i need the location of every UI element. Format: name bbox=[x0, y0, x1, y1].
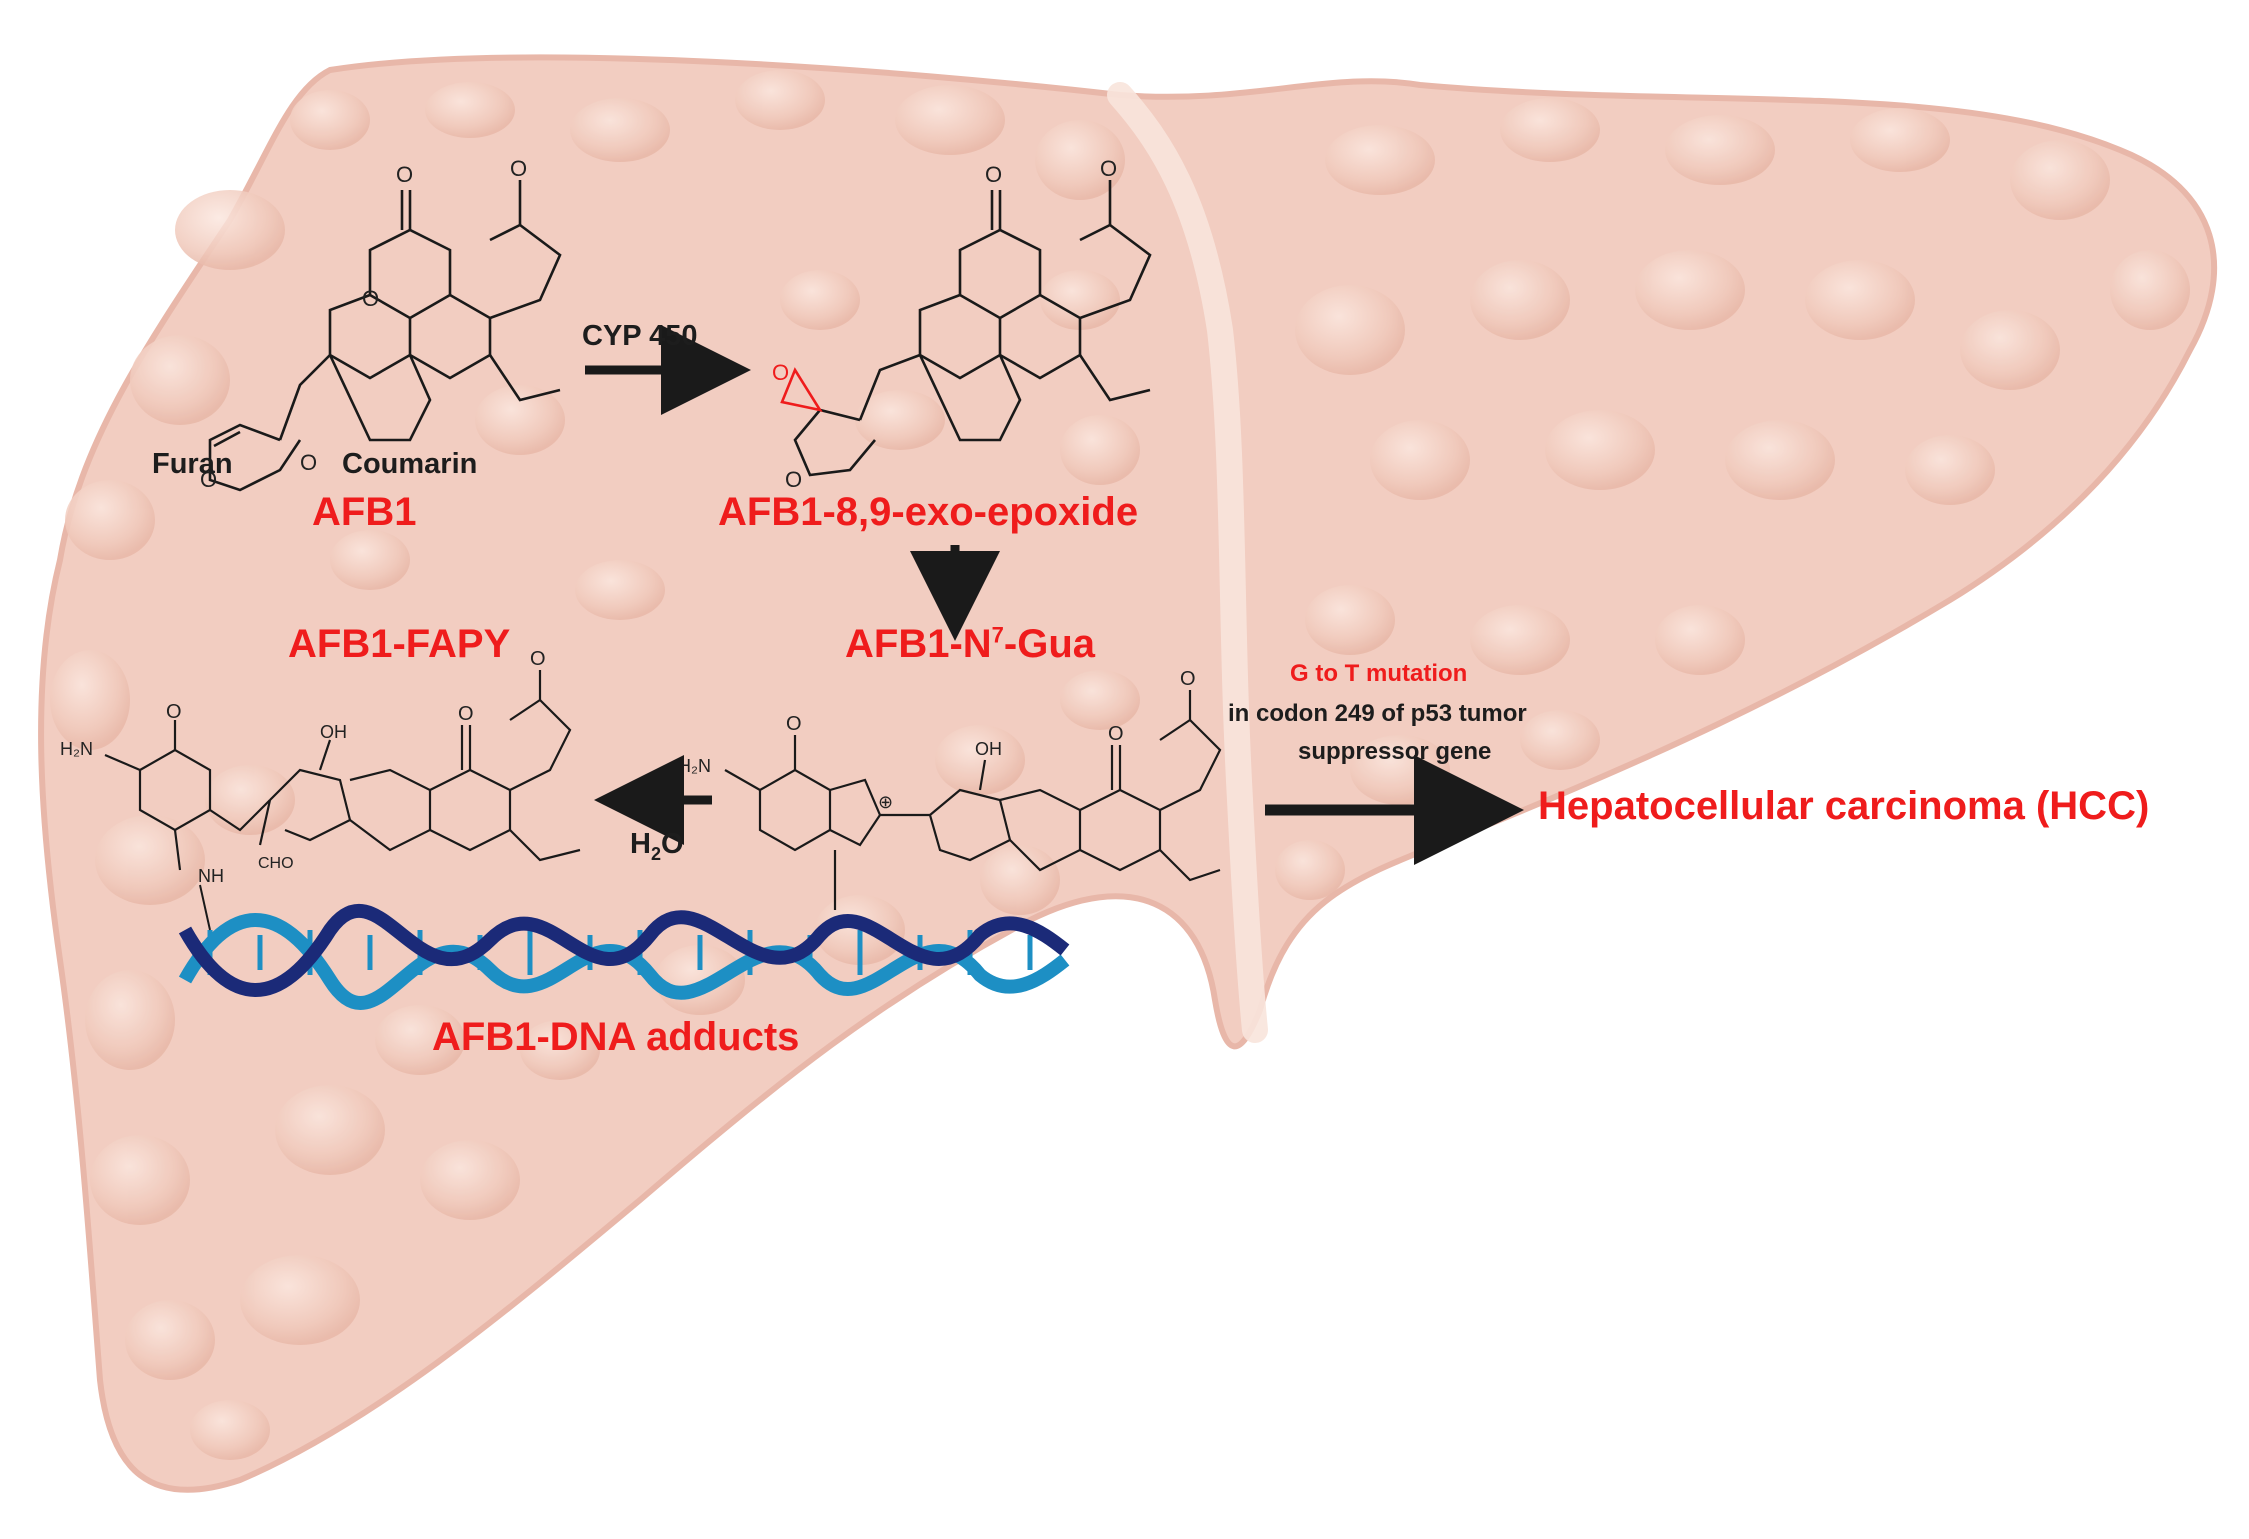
epoxide-o-red: O bbox=[772, 360, 789, 385]
dna-adducts-label: AFB1-DNA adducts bbox=[432, 1015, 800, 1059]
epoxide-ring bbox=[780, 367, 823, 412]
epoxide-structure bbox=[793, 180, 1152, 477]
coumarin-label: Coumarin bbox=[342, 448, 478, 480]
fapy-carbonyl-o: O bbox=[458, 703, 474, 725]
falciform-ligament bbox=[1107, 82, 1268, 1043]
liver-nodules bbox=[50, 70, 2190, 1460]
fapy-dna-link bbox=[199, 884, 211, 931]
gua-n-plus: ⊕ bbox=[878, 792, 893, 812]
afb1-ring-o: O bbox=[362, 286, 379, 311]
hcc-label: Hepatocellular carcinoma (HCC) bbox=[1538, 784, 2150, 828]
afb1-structure bbox=[208, 180, 562, 492]
liver-shape bbox=[38, 54, 2218, 1493]
gua-oh: OH bbox=[975, 739, 1002, 759]
mutation-line2: in codon 249 of p53 tumor bbox=[1228, 700, 1527, 727]
n7-gua-structure bbox=[724, 690, 1222, 910]
afb1-carbonyl-o: O bbox=[396, 162, 413, 187]
afb1-label: AFB1 bbox=[312, 490, 417, 534]
epoxide-ketone-o: O bbox=[1100, 156, 1117, 181]
cyp-label: CYP 450 bbox=[582, 320, 698, 352]
water-label: H2O bbox=[630, 828, 684, 864]
fapy-oh: OH bbox=[320, 722, 347, 742]
fapy-nh: NH bbox=[198, 866, 224, 886]
afb1-ketone-o: O bbox=[510, 156, 527, 181]
epoxide-label: AFB1-8,9-exo-epoxide bbox=[718, 490, 1139, 534]
fapy-ketone-o: O bbox=[530, 648, 546, 670]
mutation-line3: suppressor gene bbox=[1298, 738, 1492, 765]
furan-label: Furan bbox=[152, 448, 233, 480]
n7-gua-label: AFB1-N7-Gua bbox=[845, 622, 1096, 666]
mutation-title: G to T mutation bbox=[1290, 660, 1468, 687]
fapy-structure bbox=[104, 670, 581, 871]
epoxide-furan-o: O bbox=[785, 467, 802, 492]
fapy-label: AFB1-FAPY bbox=[288, 622, 511, 666]
gua-o: O bbox=[786, 713, 802, 735]
dna-helix bbox=[178, 903, 1070, 1010]
afb1-furan-o: O bbox=[200, 467, 217, 492]
fapy-nh2: H₂N bbox=[60, 739, 93, 759]
epoxide-carbonyl-o: O bbox=[985, 162, 1002, 187]
gua-ketone-o: O bbox=[1180, 668, 1196, 690]
gua-carbonyl-o: O bbox=[1108, 723, 1124, 745]
fapy-cho: CHO bbox=[258, 855, 294, 872]
afb1-bridge-o: O bbox=[300, 450, 317, 475]
gua-nh2: H₂N bbox=[678, 756, 711, 776]
fapy-o: O bbox=[166, 701, 182, 723]
